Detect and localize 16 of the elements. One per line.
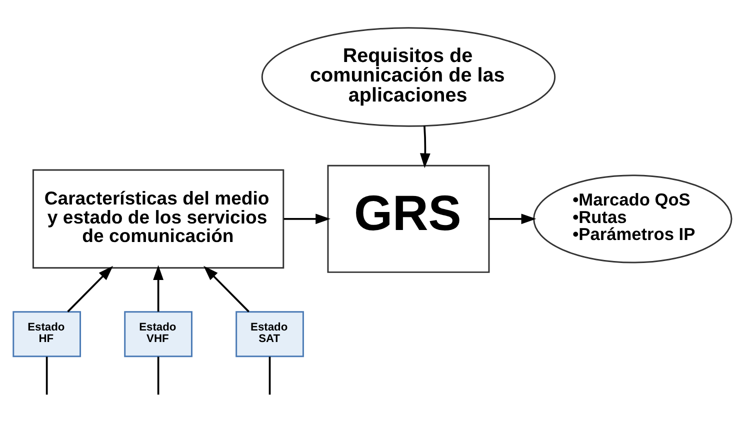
node-box: Estado HF [12,310,82,357]
node-box: GRS [327,164,490,272]
node-box: Características del medio y estado de los servicios de comunicación [32,168,284,268]
connector [157,356,160,394]
arrow [284,213,330,224]
arrow [153,264,164,312]
connector [268,356,271,394]
connector [46,356,48,394]
node-box: Estado VHF [124,310,192,357]
node-ellipse: •Marcado QoS •Rutas •Parámetros IP [533,174,732,263]
node-box: Estado SAT [236,310,304,357]
arrow [204,265,250,312]
node-ellipse: Requisitos de comunicación de las aplicaciones [261,26,556,126]
arrow [420,125,430,168]
arrow [67,265,114,312]
arrow [489,213,536,224]
